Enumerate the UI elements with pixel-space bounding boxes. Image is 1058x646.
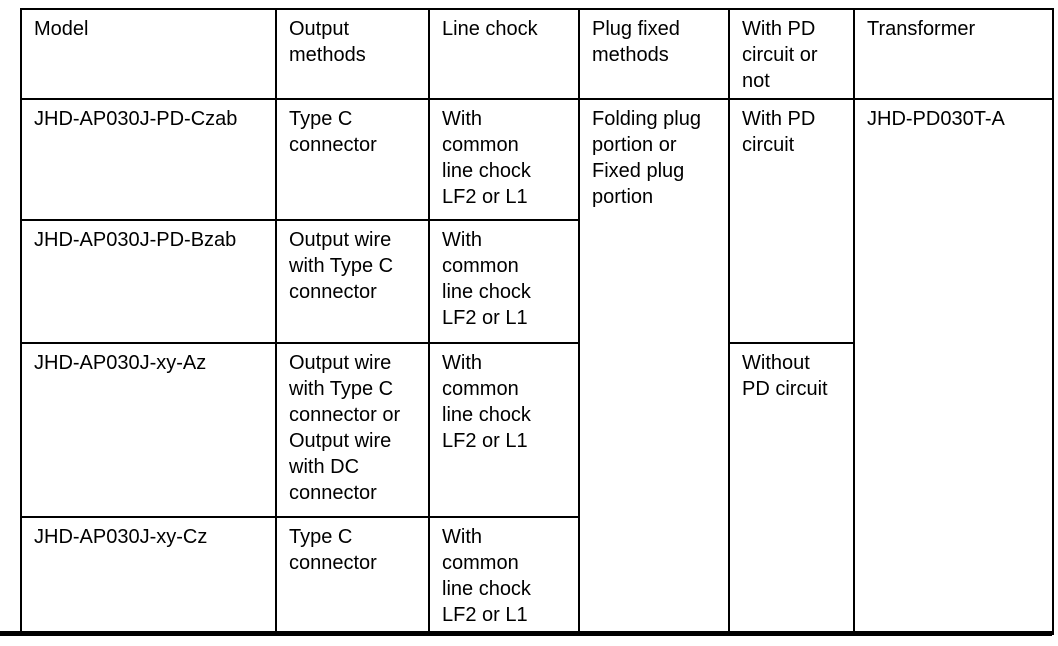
header-cell-model: Model (20, 8, 277, 100)
cell-chock-row4: With common line chock LF2 or L1 (428, 516, 580, 635)
table-row: JHD-AP030J-PD-Czab Type C connector With… (20, 98, 1054, 635)
header-cell-transformer: Transformer (853, 8, 1054, 100)
table-row: JHD-AP030J-xy-Cz Type C connector With c… (20, 516, 1053, 635)
cell-model-row1: JHD-AP030J-PD-Czab (20, 98, 277, 221)
table-bottom-rule (0, 631, 1052, 636)
cell-output-row1: Type C connector (275, 98, 430, 221)
cell-without-pd-span: Without PD circuit (728, 342, 855, 635)
header-cell-output-methods: Output methods (275, 8, 430, 100)
cell-chock-row2: With common line chock LF2 or L1 (428, 219, 580, 344)
cell-output-row2: Output wire with Type C connector (275, 219, 430, 344)
cell-model-row4: JHD-AP030J-xy-Cz (20, 516, 277, 635)
product-spec-table: Model Output methods Line chock Plug fix… (20, 8, 1054, 635)
cell-transformer-span: JHD-PD030T-A (853, 98, 1054, 635)
table-row: JHD-AP030J-PD-Bzab Output wire with Type… (20, 219, 1053, 344)
header-cell-pd-circuit: With PD circuit or not (728, 8, 855, 100)
header-cell-plug-fixed-methods: Plug fixed methods (578, 8, 730, 100)
cell-with-pd-span: With PD circuit (728, 98, 855, 344)
cell-chock-row1: With common line chock LF2 or L1 (428, 98, 580, 221)
header-cell-line-chock: Line chock (428, 8, 580, 100)
cell-plug-fixed-span: Folding plug portion or Fixed plug porti… (578, 98, 730, 635)
cell-output-row3: Output wire with Type C connector or Out… (275, 342, 430, 518)
cell-model-row3: JHD-AP030J-xy-Az (20, 342, 277, 518)
cell-chock-row3: With common line chock LF2 or L1 (428, 342, 580, 518)
cell-model-row2: JHD-AP030J-PD-Bzab (20, 219, 277, 344)
header-row: Model Output methods Line chock Plug fix… (20, 8, 1054, 100)
cell-output-row4: Type C connector (275, 516, 430, 635)
